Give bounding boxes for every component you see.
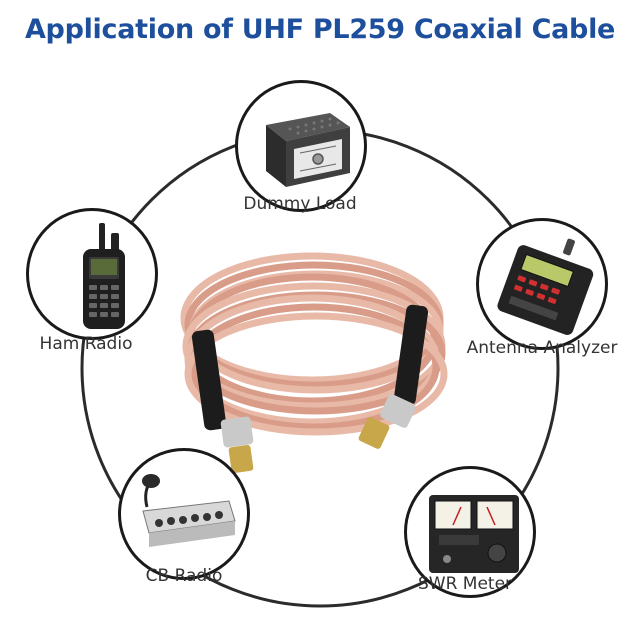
dummy-load-icon	[266, 113, 350, 187]
antenna-analyzer-label: Antenna Analyzer	[466, 338, 618, 358]
antenna-analyzer-node	[476, 218, 608, 350]
cable-loop	[184, 312, 448, 436]
ham-radio-label: Ham Radio	[39, 334, 133, 354]
dummy-load-label: Dummy Load	[243, 194, 357, 214]
ham-radio-node	[26, 208, 158, 340]
right-pl259-connector	[358, 304, 429, 449]
cb-radio-icon	[142, 474, 236, 547]
ham-radio-icon	[83, 223, 125, 329]
cb-radio-label: CB Radio	[145, 566, 223, 586]
swr-meter-node	[404, 466, 536, 598]
antenna-analyzer-icon	[497, 238, 594, 335]
cb-radio-node	[118, 448, 250, 580]
page-title: Application of UHF PL259 Coaxial Cable	[24, 14, 616, 45]
swr-meter-icon	[429, 495, 519, 573]
dummy-load-node	[235, 80, 367, 212]
swr-meter-label: SWR Meter	[417, 574, 513, 594]
left-pl259-connector	[191, 329, 254, 474]
